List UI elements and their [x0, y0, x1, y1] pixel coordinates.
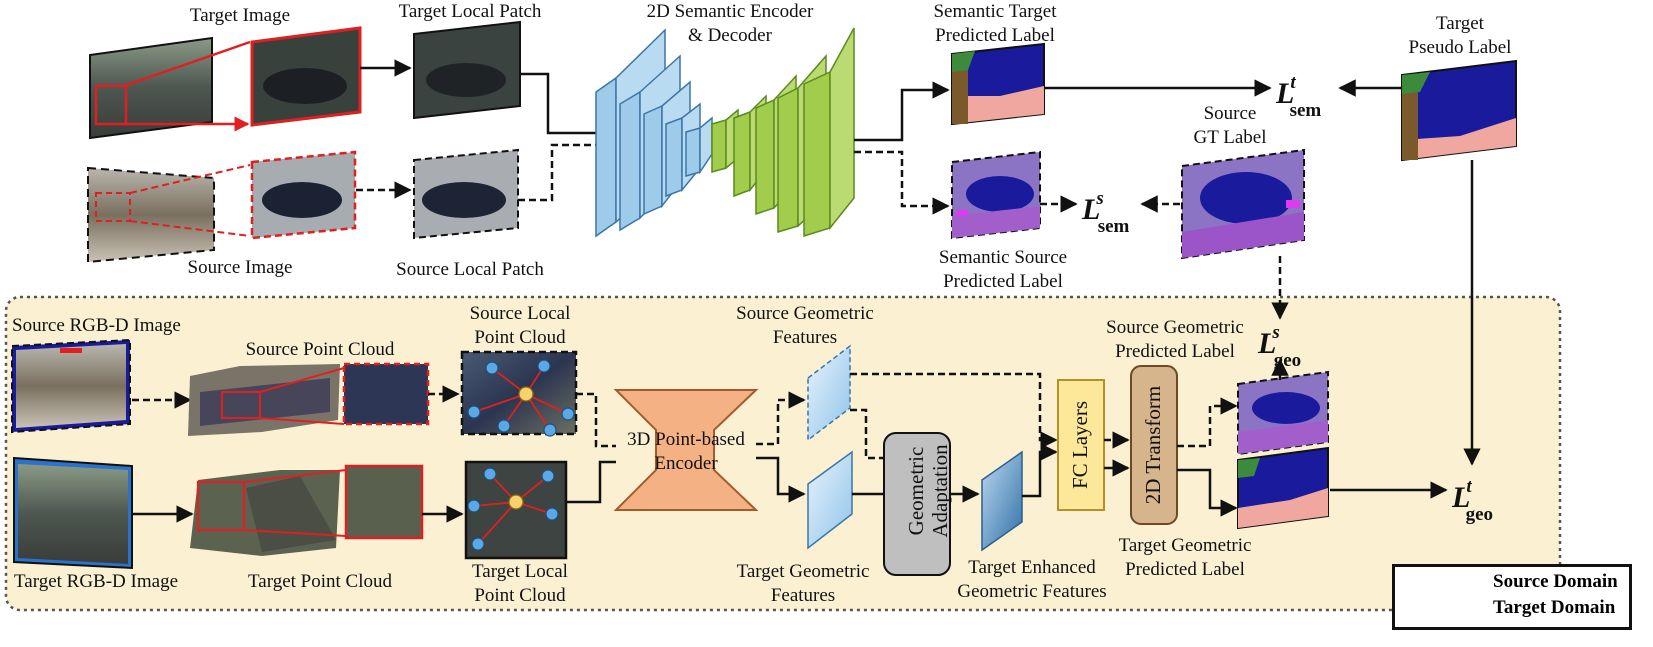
- source-geometric-features: [807, 344, 851, 442]
- target-pc-zoom-bottom: [243, 529, 347, 537]
- target-pseudo-label: [1401, 59, 1517, 162]
- source-patch-zoom: [250, 150, 357, 240]
- source-feat-to-fc: [850, 372, 1058, 449]
- target-patch-zoom: [250, 26, 362, 127]
- target-image: [89, 36, 213, 140]
- label-geo-adapt-2: Adaptation: [928, 444, 952, 538]
- semantic-source-predicted-label: [951, 150, 1041, 240]
- legend: Source Domain Target Domain: [1392, 564, 1632, 630]
- decoder-to-source-pred: [854, 150, 950, 215]
- label-fc-layers: FC Layers: [1068, 400, 1092, 490]
- target-local-patch: [413, 20, 521, 120]
- label-source-rgbd: Source RGB-D Image: [12, 315, 181, 336]
- 2d-semantic-decoder: [711, 27, 855, 238]
- label-target-point-cloud: Target Point Cloud: [248, 571, 392, 592]
- target-geometric-predicted-label: [1237, 446, 1329, 530]
- label-source-geo-feat-1: Source Geometric: [736, 303, 874, 324]
- source-zoom-line-bottom: [129, 220, 251, 237]
- source-geometric-predicted-label: [1237, 370, 1329, 456]
- transform-to-target-geo-pred: [1177, 468, 1238, 517]
- label-geo-adapt-1: Geometric: [904, 446, 928, 536]
- target-pc-patch: [344, 464, 424, 540]
- label-3d-encoder-1: 3D Point-based: [627, 429, 745, 450]
- loss-sem-target: Ltsem: [1276, 72, 1322, 121]
- label-target-pseudo-1: Target: [1436, 13, 1484, 34]
- label-target-geo-feat-2: Features: [770, 585, 836, 606]
- label-target-geo-pred-1: Target Geometric: [1118, 535, 1252, 556]
- label-target-rgbd: Target RGB-D Image: [14, 571, 178, 592]
- label-semantic-target-1: Semantic Target: [933, 1, 1057, 22]
- legend-source-text: Source Domain: [1493, 571, 1618, 592]
- semantic-target-predicted-label: [951, 42, 1045, 126]
- target-patch-to-encoder: [520, 72, 596, 135]
- 2d-semantic-encoder: [595, 28, 713, 238]
- loss-sem-source: Lssem: [1082, 188, 1130, 237]
- label-source-geo-pred-1: Source Geometric: [1106, 317, 1244, 338]
- geometric-adaptation-block: [883, 432, 951, 576]
- label-2d-transform: 2D Transform: [1141, 385, 1165, 505]
- decoder-to-target-pred: [854, 81, 950, 142]
- fc-layers-block: [1057, 379, 1105, 511]
- label-semantic-source-1: Semantic Source: [938, 247, 1068, 268]
- source-zoom-line-top: [129, 164, 251, 194]
- label-encoder-decoder-1: 2D Semantic Encoder: [646, 1, 814, 22]
- label-3d-encoder-2: Encoder: [654, 453, 718, 474]
- source-pc-zoom-bottom: [259, 417, 345, 425]
- label-target-local-pc-1: Target Local: [472, 561, 568, 582]
- label-source-gt-1: Source: [1203, 103, 1257, 124]
- target-local-point-cloud: [464, 460, 568, 560]
- source-pc-patch: [342, 362, 430, 426]
- label-target-local-pc-2: Point Cloud: [474, 585, 566, 606]
- label-source-point-cloud: Source Point Cloud: [245, 339, 395, 360]
- label-semantic-source-2: Predicted Label: [943, 271, 1063, 292]
- label-source-gt-2: GT Label: [1193, 127, 1267, 148]
- label-target-enh-2: Geometric Features: [957, 581, 1107, 602]
- label-source-local-pc-2: Point Cloud: [474, 327, 566, 348]
- enhanced-to-fc: [1022, 443, 1058, 498]
- label-source-local-pc-1: Source Local: [469, 303, 571, 324]
- 3d-encoder-to-source-feat: [756, 391, 806, 446]
- label-source-geo-feat-2: Features: [772, 327, 838, 348]
- label-target-local-patch: Target Local Patch: [398, 1, 542, 22]
- source-local-point-cloud: [460, 350, 578, 437]
- source-local-pc-to-3d-encoder: [576, 392, 616, 448]
- legend-row-target: Target Domain: [1405, 595, 1635, 621]
- legend-target-text: Target Domain: [1493, 597, 1616, 618]
- target-point-cloud: [190, 470, 340, 556]
- source-gt-label: [1181, 148, 1305, 260]
- label-encoder-decoder-2: & Decoder: [688, 25, 772, 46]
- label-target-pseudo-2: Pseudo Label: [1408, 37, 1512, 58]
- loss-geo-source: Lsgeo: [1258, 322, 1302, 371]
- label-semantic-target-2: Predicted Label: [935, 25, 1055, 46]
- legend-row-source: Source Domain: [1405, 569, 1635, 595]
- label-source-geo-pred-2: Predicted Label: [1115, 341, 1235, 362]
- transform-to-source-geo-pred: [1177, 397, 1238, 448]
- label-source-local-patch: Source Local Patch: [396, 259, 544, 280]
- target-local-pc-to-3d-encoder: [566, 460, 616, 504]
- source-rgbd-image: [11, 338, 131, 434]
- target-zoom-line-top: [123, 40, 251, 88]
- 3d-point-based-encoder: [613, 389, 759, 511]
- label-target-image: Target Image: [189, 5, 291, 26]
- label-target-geo-pred-2: Predicted Label: [1125, 559, 1245, 580]
- target-enhanced-geometric-features: [981, 450, 1023, 552]
- source-point-cloud: [188, 364, 340, 436]
- target-rgbd-image: [13, 456, 133, 570]
- source-image: [87, 166, 215, 264]
- 3d-encoder-to-target-feat: [756, 456, 806, 503]
- target-geometric-features: [807, 450, 853, 550]
- label-target-geo-feat-1: Target Geometric: [736, 561, 870, 582]
- target-pc-zoom-top: [243, 469, 347, 483]
- source-local-patch: [413, 148, 519, 240]
- label-source-image: Source Image: [187, 257, 293, 278]
- source-pc-zoom-top: [259, 367, 345, 393]
- label-target-enh-1: Target Enhanced: [968, 557, 1096, 578]
- loss-geo-target: Ltgeo: [1452, 476, 1494, 525]
- source-patch-to-encoder: [518, 143, 596, 202]
- source-feat-to-adaptation: [850, 408, 884, 460]
